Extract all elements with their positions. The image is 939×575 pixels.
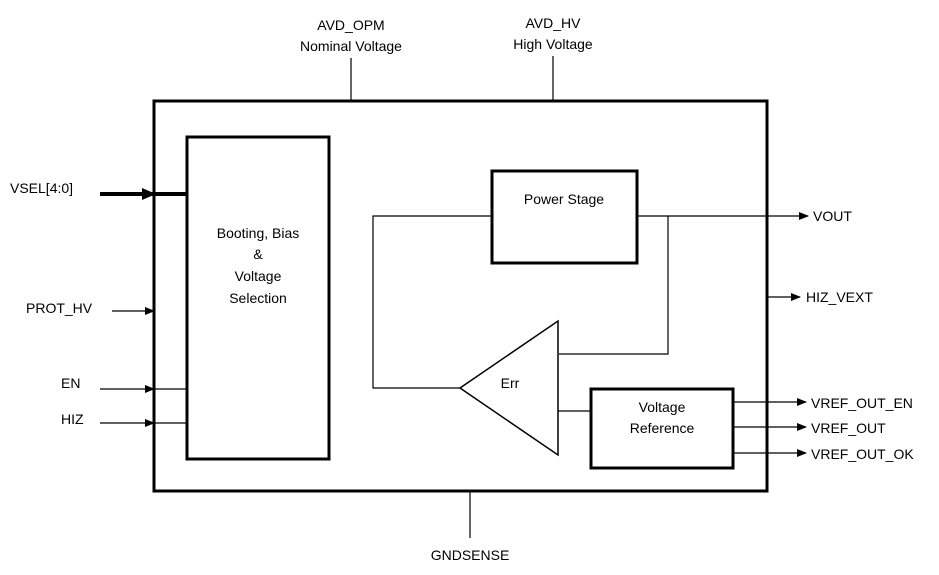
voltage-reference-block bbox=[589, 387, 735, 470]
booting-label-line2: & bbox=[253, 246, 263, 262]
gndsense-label: GNDSENSE bbox=[431, 547, 510, 563]
booting-label-line1: Booting, Bias bbox=[217, 225, 300, 241]
feedback-wire-left bbox=[372, 215, 492, 389]
prot-hv-label: PROT_HV bbox=[26, 300, 93, 316]
hiz-label: HIZ bbox=[61, 411, 84, 427]
en-label: EN bbox=[61, 375, 80, 391]
power-stage-block bbox=[490, 169, 639, 265]
voltage-reference-line2: Reference bbox=[630, 420, 695, 436]
vref-out-label: VREF_OUT bbox=[811, 420, 886, 436]
avd-hv-desc: High Voltage bbox=[513, 36, 593, 52]
booting-label-line3: Voltage bbox=[235, 268, 282, 284]
vsel-label: VSEL[4:0] bbox=[10, 180, 73, 196]
booting-label-line4: Selection bbox=[229, 290, 287, 306]
vref-out-ok-label: VREF_OUT_OK bbox=[811, 446, 914, 462]
booting-bias-block bbox=[185, 135, 331, 461]
error-amplifier bbox=[458, 319, 559, 457]
avd-opm-desc: Nominal Voltage bbox=[300, 38, 402, 54]
power-stage-label: Power Stage bbox=[524, 191, 604, 207]
chip-outline bbox=[152, 99, 769, 493]
avd-hv-label: AVD_HV bbox=[526, 15, 582, 31]
voltage-reference-line1: Voltage bbox=[639, 399, 686, 415]
feedback-wire-right bbox=[559, 216, 669, 355]
vref-out-en-label: VREF_OUT_EN bbox=[811, 395, 913, 411]
vout-label: VOUT bbox=[813, 208, 852, 224]
hiz-vext-label: HIZ_VEXT bbox=[806, 289, 873, 305]
avd-opm-label: AVD_OPM bbox=[317, 17, 384, 33]
error-amplifier-label: Err bbox=[501, 375, 520, 391]
